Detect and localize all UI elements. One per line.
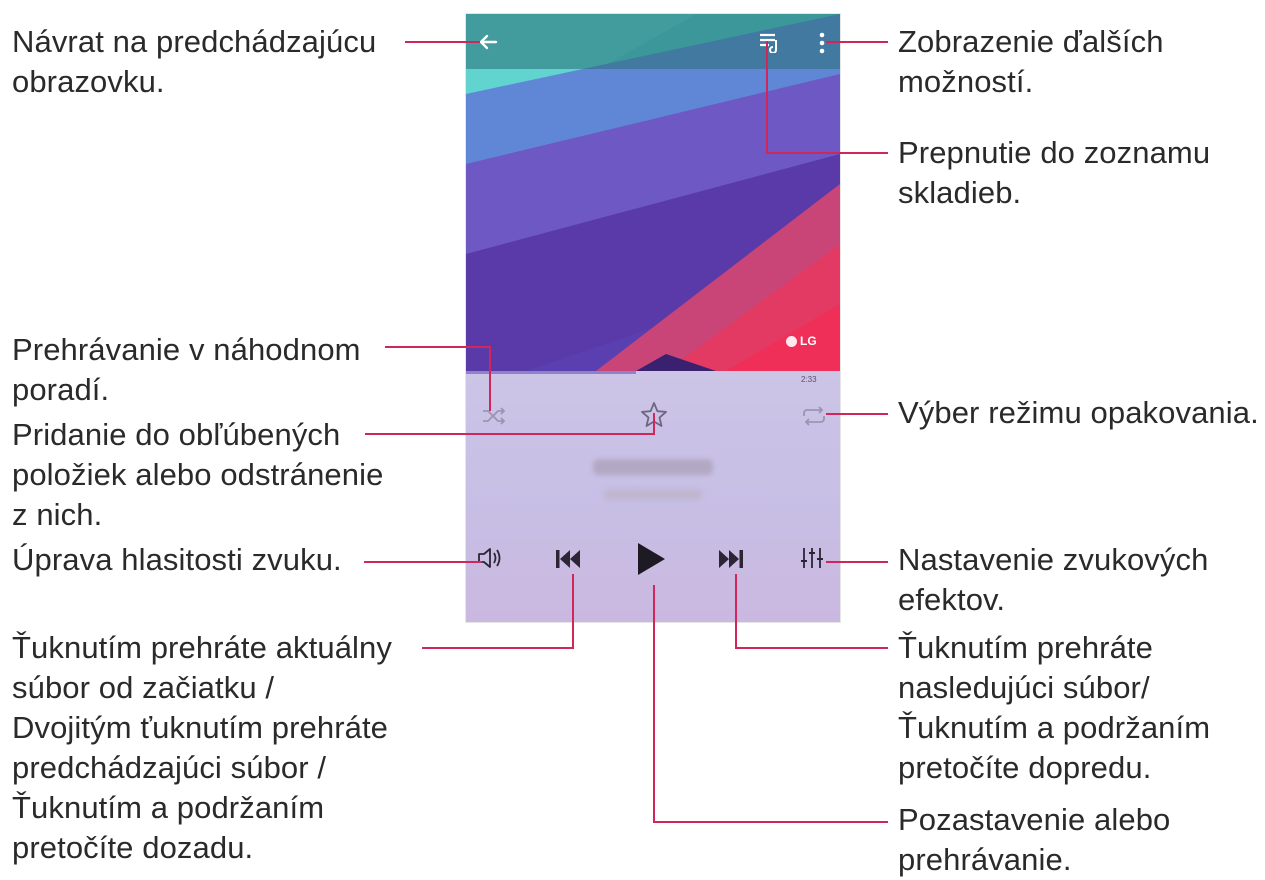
- volume-icon[interactable]: [476, 546, 504, 570]
- app-top-bar: [466, 14, 840, 69]
- leader-previous: [422, 647, 574, 649]
- leader-more: [826, 41, 888, 43]
- equalizer-icon[interactable]: [799, 546, 825, 570]
- leader-effects: [826, 561, 888, 563]
- leader-shuffle: [385, 346, 490, 348]
- music-player-screen: LG 2:33: [465, 13, 841, 623]
- playlist-icon[interactable]: [758, 31, 782, 53]
- skip-previous-icon[interactable]: [554, 548, 582, 570]
- track-duration: 2:33: [801, 375, 817, 384]
- label-volume: Úprava hlasitosti zvuku.: [12, 542, 342, 577]
- leader-play-vertical: [653, 585, 655, 823]
- leader-shuffle-vertical: [489, 346, 491, 411]
- repeat-icon[interactable]: [800, 406, 828, 426]
- leader-next: [735, 647, 888, 649]
- leader-favorite: [365, 433, 655, 435]
- leader-next-vertical: [735, 574, 737, 649]
- leader-favorite-vertical: [653, 413, 655, 435]
- label-repeat: Výber režimu opakovania.: [898, 395, 1259, 430]
- track-title: [593, 459, 713, 475]
- leader-playlist: [766, 152, 888, 154]
- leader-previous-vertical: [572, 574, 574, 649]
- play-icon[interactable]: [634, 541, 668, 577]
- lg-logo: LG: [786, 334, 817, 348]
- leader-play: [653, 821, 888, 823]
- skip-next-icon[interactable]: [717, 548, 745, 570]
- track-artist: [604, 489, 702, 500]
- back-arrow-icon[interactable]: [478, 33, 498, 51]
- more-vertical-icon[interactable]: [817, 30, 827, 56]
- leader-repeat: [826, 413, 888, 415]
- shuffle-icon[interactable]: [481, 406, 507, 426]
- leader-playlist-vertical: [766, 41, 768, 153]
- leader-volume: [364, 561, 482, 563]
- leader-back: [405, 41, 480, 43]
- progress-bar[interactable]: [466, 371, 636, 374]
